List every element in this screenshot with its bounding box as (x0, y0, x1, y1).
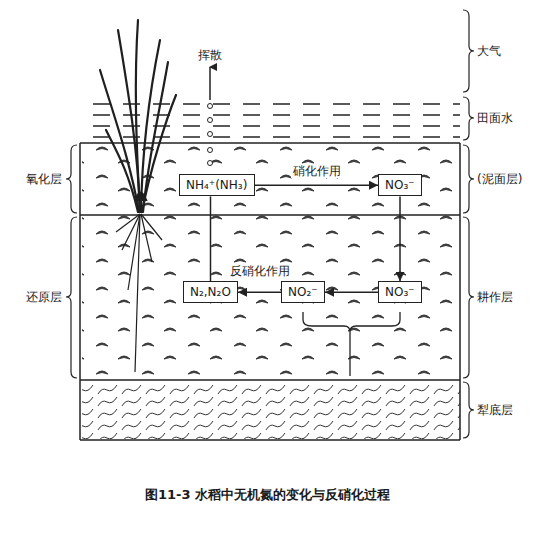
figure-caption: 图11-3 水稻中无机氮的变化与反硝化过程 (145, 487, 390, 503)
bubble (208, 104, 213, 109)
rice-leaf (136, 20, 140, 212)
layer-line (80, 439, 460, 441)
volatilization-bubbles (208, 104, 213, 166)
layer-label: 犁底层 (477, 403, 513, 417)
layer-label: 氧化层 (26, 172, 62, 186)
rice-leaf (106, 130, 138, 212)
rice-plant (100, 20, 176, 212)
bubble (208, 161, 213, 166)
species-box: NH₄⁺(NH₃) (179, 174, 255, 196)
species-box: NO₃⁻ (378, 281, 422, 303)
root (141, 214, 162, 240)
reaction-label: 反硝化作用 (228, 264, 292, 278)
species-box: N₂,N₂O (183, 281, 238, 303)
species-box: NO₂⁻ (281, 281, 325, 303)
connector-line (210, 196, 212, 281)
brace (66, 145, 77, 213)
root (116, 214, 140, 232)
bubble (208, 148, 213, 153)
plough-pan-texture (82, 382, 460, 439)
species-text: NO₂⁻ (288, 285, 318, 299)
brace (66, 217, 77, 378)
root (135, 214, 140, 372)
rice-roots (116, 214, 162, 372)
brace (463, 217, 474, 378)
reaction-arrow (325, 291, 378, 293)
layer-label: (泥面层) (477, 172, 522, 186)
species-text: NH₄⁺(NH₃) (186, 178, 248, 192)
region-braces (66, 10, 474, 438)
species-text: NO₃⁻ (385, 285, 415, 299)
layer-line (80, 379, 460, 381)
reaction-arrow (399, 196, 401, 281)
root (122, 214, 140, 250)
bubble (208, 132, 213, 137)
brace (463, 10, 474, 92)
layer-label: 耕作层 (477, 290, 513, 304)
bubble (208, 118, 213, 123)
rice-leaf (143, 62, 168, 212)
layer-label: 大气 (477, 44, 501, 58)
reaction-arrow (238, 291, 281, 293)
rice-base (136, 193, 146, 201)
leaching-bracket (303, 312, 400, 376)
species-text: N₂,N₂O (190, 285, 231, 299)
reaction-label: 硝化作用 (291, 164, 343, 178)
brace (463, 97, 474, 140)
species-box: NO₃⁻ (378, 174, 422, 196)
layer-label: 还原层 (26, 290, 62, 304)
brace (463, 145, 474, 213)
layer-label: 田面水 (477, 111, 513, 125)
layer-lines (80, 143, 460, 440)
layer-line (80, 143, 460, 440)
reaction-arrow (255, 184, 378, 186)
species-text: NO₃⁻ (385, 178, 415, 192)
volatilization-arrow (209, 67, 211, 100)
process-label: 挥散 (198, 48, 222, 62)
surface-water (82, 97, 460, 141)
rice-leaf (100, 70, 139, 212)
brace (463, 382, 474, 438)
